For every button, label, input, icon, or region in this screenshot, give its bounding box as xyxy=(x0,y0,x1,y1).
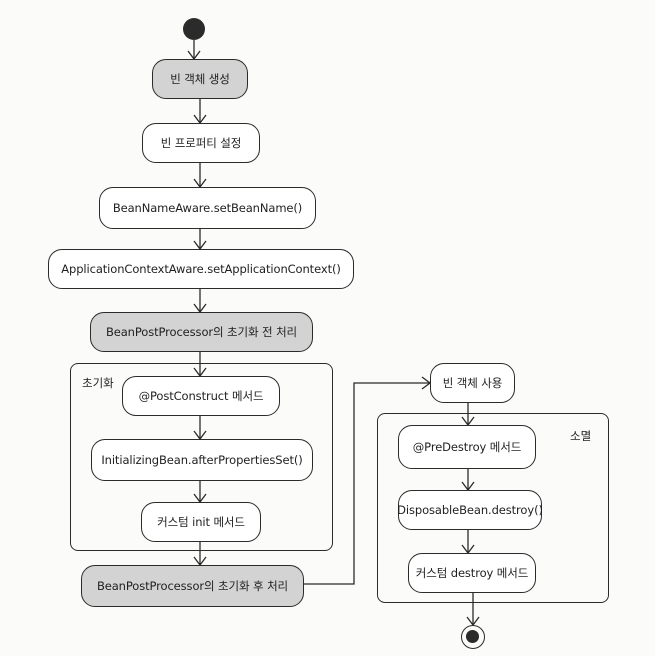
init-frame xyxy=(70,363,333,551)
node-bean-name-aware: BeanNameAware.setBeanName() xyxy=(99,187,316,229)
node-bpp-before-init: BeanPostProcessor의 초기화 전 처리 xyxy=(90,312,313,352)
init-frame-label: 초기화 xyxy=(82,376,114,390)
node-disposable-bean: DisposableBean.destroy() xyxy=(397,490,543,530)
node-pre-destroy: @PreDestroy 메서드 xyxy=(398,425,536,469)
node-app-context-aware: ApplicationContextAware.setApplicationCo… xyxy=(48,249,354,289)
node-create-bean: 빈 객체 생성 xyxy=(152,59,248,99)
node-set-properties: 빈 프로퍼티 설정 xyxy=(142,123,260,163)
node-post-construct: @PostConstruct 메서드 xyxy=(122,376,280,416)
node-use-bean: 빈 객체 사용 xyxy=(430,363,515,403)
node-initializing-bean: InitializingBean.afterPropertiesSet() xyxy=(91,439,313,481)
destroy-frame xyxy=(377,413,609,603)
final-node xyxy=(461,625,485,649)
node-custom-destroy: 커스텀 destroy 메서드 xyxy=(408,553,536,593)
node-custom-init: 커스텀 init 메서드 xyxy=(141,502,261,542)
node-bpp-after-init: BeanPostProcessor의 초기화 후 처리 xyxy=(81,565,304,607)
initial-node xyxy=(183,18,205,40)
destroy-frame-label: 소멸 xyxy=(570,429,592,443)
edge-bpp-after-to-use xyxy=(304,382,430,585)
